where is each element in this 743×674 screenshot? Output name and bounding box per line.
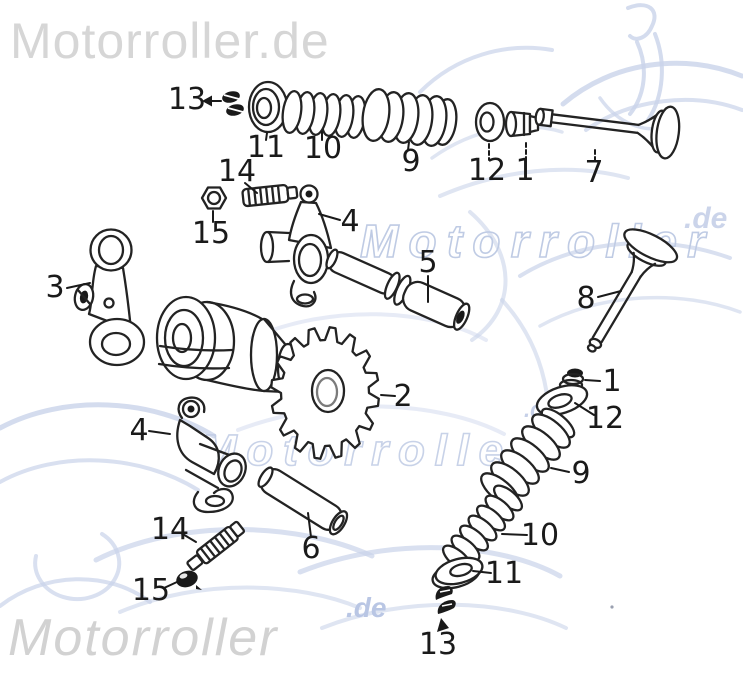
part-spring-seat-top bbox=[474, 101, 506, 143]
part-callout-12: 12 bbox=[585, 401, 625, 436]
part-callout-11: 11 bbox=[246, 130, 286, 165]
leader-lines bbox=[66, 131, 622, 589]
logo-bottom: Motorroller bbox=[8, 609, 279, 667]
part-adjuster-screw-bottom bbox=[186, 520, 246, 571]
part-callout-14: 14 bbox=[150, 512, 190, 547]
part-callout-14: 14 bbox=[217, 154, 257, 189]
part-spring-retainer-top bbox=[247, 80, 289, 134]
part-callout-1: 1 bbox=[602, 364, 622, 399]
part-inner-valve-spring-top bbox=[281, 90, 367, 139]
part-callout-4: 4 bbox=[340, 204, 360, 239]
part-rocker-arm-bottom bbox=[176, 396, 247, 514]
part-rocker-arm-top bbox=[259, 184, 333, 308]
part-adjuster-nut-top bbox=[200, 186, 228, 210]
part-spring-seat-right bbox=[535, 384, 589, 416]
logo-bottom-suffix: .de bbox=[346, 592, 387, 623]
part-callout-7: 7 bbox=[584, 155, 604, 190]
part-spring-retainer-right bbox=[431, 556, 484, 590]
watermark-suffix-center: .de bbox=[684, 202, 727, 235]
part-callout-9: 9 bbox=[401, 144, 421, 179]
part-rocker-shaft-5 bbox=[325, 248, 471, 331]
part-callout-12: 12 bbox=[467, 153, 507, 188]
part-adjuster-nut-bottom bbox=[176, 570, 202, 590]
part-valve-7 bbox=[534, 105, 681, 160]
part-callout-15: 15 bbox=[191, 216, 231, 251]
part-valve-keepers-top bbox=[202, 91, 244, 116]
part-outer-valve-spring-top bbox=[361, 88, 458, 147]
part-callout-11: 11 bbox=[484, 556, 524, 591]
part-callout-13: 13 bbox=[167, 82, 207, 117]
part-callout-9: 9 bbox=[571, 456, 591, 491]
part-callout-8: 8 bbox=[576, 281, 596, 316]
part-callout-6: 6 bbox=[301, 531, 321, 566]
part-valve-stem-seal-top bbox=[504, 110, 540, 138]
part-valve-8 bbox=[586, 228, 679, 353]
part-callout-2: 2 bbox=[393, 379, 413, 414]
parts-lineart bbox=[66, 80, 681, 632]
part-rocker-bracket-3 bbox=[73, 228, 146, 367]
part-callout-3: 3 bbox=[45, 270, 65, 305]
part-callout-10: 10 bbox=[303, 131, 343, 166]
part-callout-5: 5 bbox=[418, 245, 438, 280]
part-camshaft-2 bbox=[155, 295, 300, 394]
part-callout-4: 4 bbox=[129, 413, 149, 448]
part-callout-10: 10 bbox=[520, 518, 560, 553]
watermark-text-lower: Motorroller bbox=[200, 426, 533, 475]
part-rocker-shaft-6 bbox=[257, 466, 349, 536]
logo-top: Motorroller.de bbox=[10, 13, 330, 69]
part-callout-1: 1 bbox=[515, 153, 535, 188]
part-callout-15: 15 bbox=[131, 573, 171, 608]
part-valve-keepers-bottom bbox=[435, 586, 456, 632]
part-callout-13: 13 bbox=[418, 627, 458, 662]
part-cam-sprocket-2 bbox=[270, 326, 380, 460]
